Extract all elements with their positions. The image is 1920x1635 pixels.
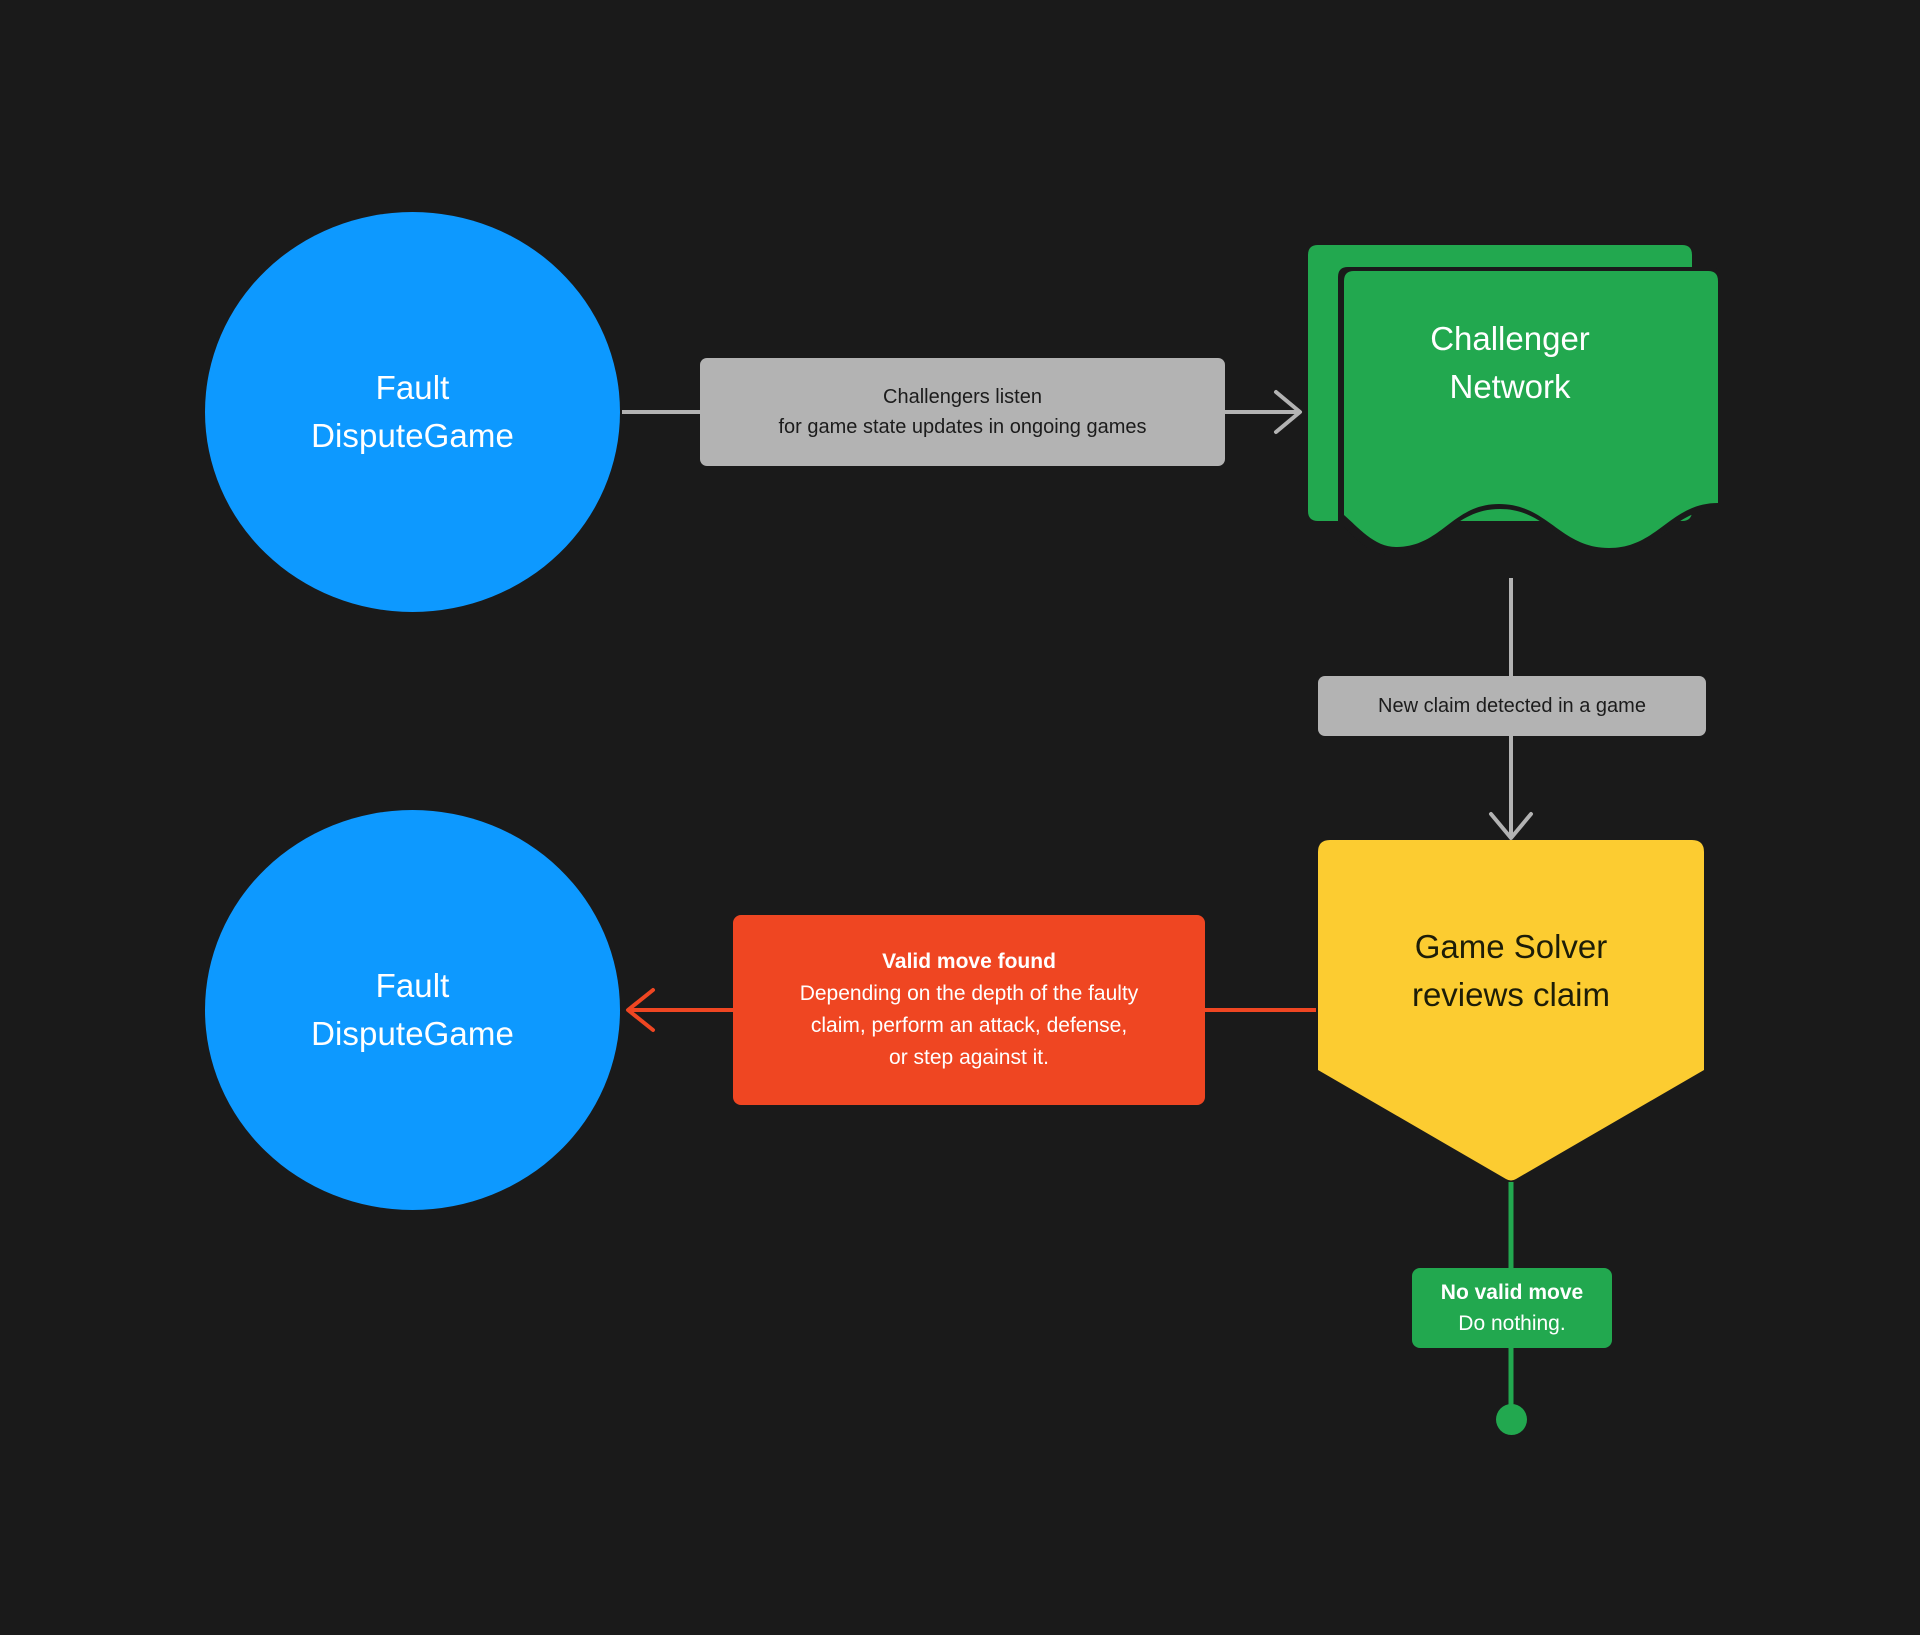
node-label-line2: reviews claim [1411,975,1611,1013]
node-label: Challenger Network [1300,315,1720,411]
edge-label-new-claim-detected: New claim detected in a game [1318,676,1706,736]
node-label-line2: Network [1449,367,1571,405]
node-label-line1: Challenger [1430,320,1590,357]
multi-document-icon [1308,245,1720,555]
edge-label-line2: for game state updates in ongoing games [778,416,1147,438]
node-fault-dispute-game-bottom[interactable]: Fault DisputeGame [205,810,620,1210]
node-label: Game Solver reviews claim [1316,923,1706,1019]
edge-label-valid-move-found: Valid move found Depending on the depth … [733,915,1205,1105]
edge-label-line1: New claim detected in a game [1378,695,1646,717]
arrowhead-left-icon [626,988,655,1032]
node-label-line1: Fault [375,967,450,1005]
node-terminator-dot [1496,1404,1527,1435]
edge-label-title: No valid move [1440,1280,1584,1304]
edge-label-challengers-listen: Challengers listen for game state update… [700,358,1225,466]
node-label-line2: DisputeGame [311,417,514,454]
edge-label-title: Valid move found [882,949,1056,973]
edge-label-line3: or step against it. [889,1046,1049,1070]
node-label-line2: DisputeGame [311,1015,514,1052]
node-challenger-network[interactable]: Challenger Network [1300,243,1720,578]
node-game-solver[interactable]: Game Solver reviews claim [1316,838,1706,1183]
arrowhead-down-icon [1489,812,1533,840]
node-label-line1: Game Solver [1414,928,1608,965]
pentagon-down-icon [1318,840,1704,1181]
edge-label-no-valid-move: No valid move Do nothing. [1412,1268,1612,1348]
arrowhead-right-icon [1274,390,1302,434]
node-fault-dispute-game-top[interactable]: Fault DisputeGame [205,212,620,612]
edge-label-line2: claim, perform an attack, defense, [810,1014,1128,1037]
node-label-line1: Fault [375,369,450,407]
edge-label-line1: Depending on the depth of the faulty [799,981,1139,1005]
edge-label-line1: Challengers listen [883,386,1042,408]
edge-label-line1: Do nothing. [1458,1312,1566,1335]
